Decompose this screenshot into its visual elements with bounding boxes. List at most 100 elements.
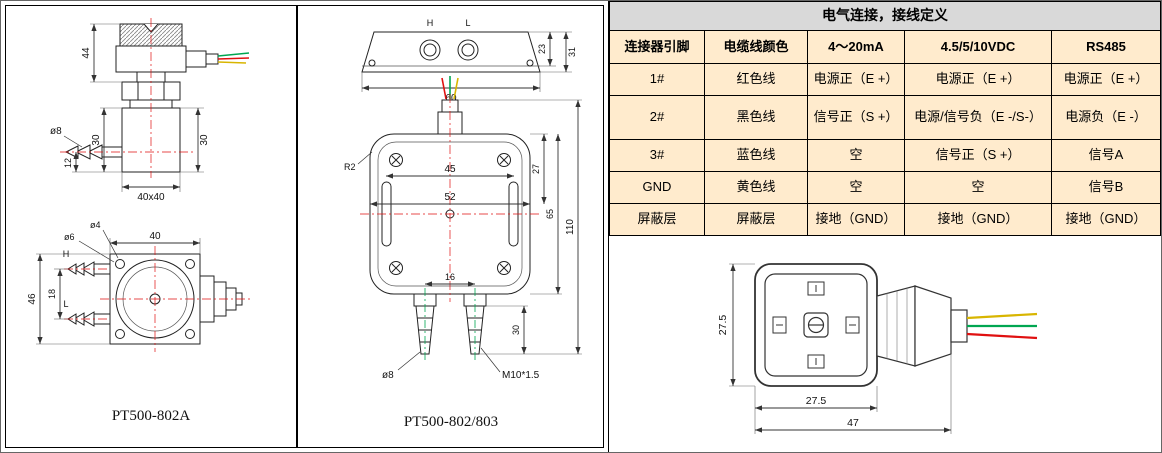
dim-label-46: 46	[27, 293, 38, 305]
dim-label-47: 47	[847, 417, 859, 429]
dim-label-r2: R2	[344, 162, 356, 172]
dim-label-60: 60	[445, 93, 457, 104]
drawing-802a: 44 30 12 ø8 30 40x40	[27, 18, 250, 424]
bottom-fitting-right	[463, 293, 487, 355]
table-cell: 信号B	[1051, 171, 1161, 204]
table-cell: 电源/信号负（E -/S-）	[904, 95, 1052, 140]
dimension-lines	[361, 31, 572, 92]
dim-label-16: 16	[445, 272, 455, 282]
dim-label-110: 110	[565, 219, 576, 235]
dim-label-dia8: ø8	[50, 126, 62, 137]
802-803-top-view: H L 23 31 60	[361, 18, 577, 104]
cable-wires	[217, 52, 250, 64]
panel-pt500-802-803: H L 23 31 60	[297, 5, 604, 448]
column-header-rs485: RS485	[1051, 30, 1161, 64]
dim-label-44: 44	[81, 47, 92, 59]
column-header-color: 电缆线颜色	[704, 30, 808, 64]
dim-label-40: 40	[149, 231, 161, 242]
dimension-lines	[729, 263, 952, 434]
table-cell: 信号正（S +）	[904, 139, 1052, 172]
dimension-lines	[36, 229, 201, 345]
table-cell: 电源正（E +）	[1051, 63, 1161, 96]
table-cell: 黑色线	[704, 95, 808, 140]
table-row-shield: 屏蔽层 屏蔽层 接地（GND） 接地（GND） 接地（GND）	[609, 203, 1161, 236]
cable-gland	[185, 50, 219, 68]
table-cell: 蓝色线	[704, 139, 808, 172]
dim-label-18: 18	[47, 289, 57, 299]
table-cell: 屏蔽层	[609, 203, 705, 236]
table-cell: 电源负（E -）	[1051, 95, 1161, 140]
port-label-h: H	[427, 18, 434, 28]
wiring-section: 电气连接，接线定义 连接器引脚 电缆线颜色 4～20mA 4.5/5/10VDC…	[609, 1, 1161, 452]
port-circles	[419, 39, 479, 61]
table-row-pin2: 2# 黑色线 信号正（S +） 电源/信号负（E -/S-） 电源负（E -）	[609, 95, 1161, 140]
table-cell: 空	[904, 171, 1052, 204]
table-title: 电气连接，接线定义	[609, 1, 1161, 31]
corner-screws	[389, 153, 511, 275]
table-cell: 接地（GND）	[904, 203, 1052, 236]
drawings-section: 44 30 12 ø8 30 40x40	[1, 1, 609, 452]
centerlines	[64, 246, 250, 352]
802a-front-view: 40 ø4 ø6 46 18 H L	[27, 220, 250, 352]
dim-label-thread: M10*1.5	[502, 370, 540, 381]
802a-side-view: 44 30 12 ø8 30 40x40	[50, 18, 250, 203]
table-cell: 黄色线	[704, 171, 808, 204]
dim-label-40x40: 40x40	[137, 192, 165, 203]
table-cell: 红色线	[704, 63, 808, 96]
dim-label-65: 65	[545, 209, 555, 219]
column-header-vdc: 4.5/5/10VDC	[904, 30, 1052, 64]
table-cell: 信号正（S +）	[807, 95, 905, 140]
dim-label-275-height: 27.5	[717, 315, 729, 336]
dim-label-45: 45	[444, 164, 456, 175]
dimension-lines	[63, 23, 204, 192]
table-cell: 3#	[609, 139, 705, 172]
centerlines-red	[360, 94, 540, 302]
dim-label-275-width: 27.5	[806, 395, 827, 407]
panel-pt500-802a: 44 30 12 ø8 30 40x40	[5, 5, 297, 448]
table-cell: 接地（GND）	[1051, 203, 1161, 236]
table-row-pin1: 1# 红色线 电源正（E +） 电源正（E +） 电源正（E +）	[609, 63, 1161, 96]
centerlines-green	[424, 288, 476, 362]
dim-label-52: 52	[444, 192, 456, 203]
dim-label-30-left: 30	[91, 134, 102, 146]
dim-label-dia8: ø8	[382, 370, 394, 381]
dim-label-dia4: ø4	[90, 220, 101, 230]
table-cell: 电源正（E +）	[807, 63, 905, 96]
flange-hole-left	[368, 59, 376, 67]
wiring-table: 电气连接，接线定义 连接器引脚 电缆线颜色 4～20mA 4.5/5/10VDC…	[609, 1, 1161, 236]
table-cell: 2#	[609, 95, 705, 140]
table-cell: 屏蔽层	[704, 203, 808, 236]
table-header-row: 连接器引脚 电缆线颜色 4～20mA 4.5/5/10VDC RS485	[609, 30, 1161, 64]
cable-wires	[966, 312, 1038, 340]
table-row-pin3: 3# 蓝色线 空 信号正（S +） 信号A	[609, 139, 1161, 172]
dim-label-30-right: 30	[199, 134, 210, 146]
centerlines	[60, 18, 194, 178]
dim-label-27: 27	[531, 164, 541, 174]
dim-label-23: 23	[537, 44, 547, 54]
table-row-gnd: GND 黄色线 空 空 信号B	[609, 171, 1161, 204]
flange-hole-right	[526, 59, 534, 67]
table-cell: 空	[807, 139, 905, 172]
table-cell: 空	[807, 171, 905, 204]
dim-label-31: 31	[567, 47, 577, 57]
center-screw	[803, 312, 829, 338]
connector-face	[754, 263, 878, 387]
column-header-420ma: 4～20mA	[807, 30, 905, 64]
part-label-802a: PT500-802A	[112, 408, 191, 424]
table-cell: 信号A	[1051, 139, 1161, 172]
table-cell: 电源正（E +）	[904, 63, 1052, 96]
column-header-pin: 连接器引脚	[609, 30, 705, 64]
table-cell: GND	[609, 171, 705, 204]
pin-sockets	[772, 281, 860, 369]
table-title-row: 电气连接，接线定义	[609, 1, 1161, 31]
table-cell: 1#	[609, 63, 705, 96]
drawing-802-803: H L 23 31 60	[344, 18, 582, 430]
port-label-l: L	[465, 18, 470, 28]
part-label-802-803: PT500-802/803	[404, 414, 498, 430]
port-label-h: H	[63, 249, 70, 259]
corner-screws	[115, 259, 195, 339]
dim-label-12: 12	[63, 158, 73, 168]
port-label-l: L	[63, 299, 68, 309]
connector-drawing-area: 27.5 27.5 47	[609, 236, 1161, 452]
